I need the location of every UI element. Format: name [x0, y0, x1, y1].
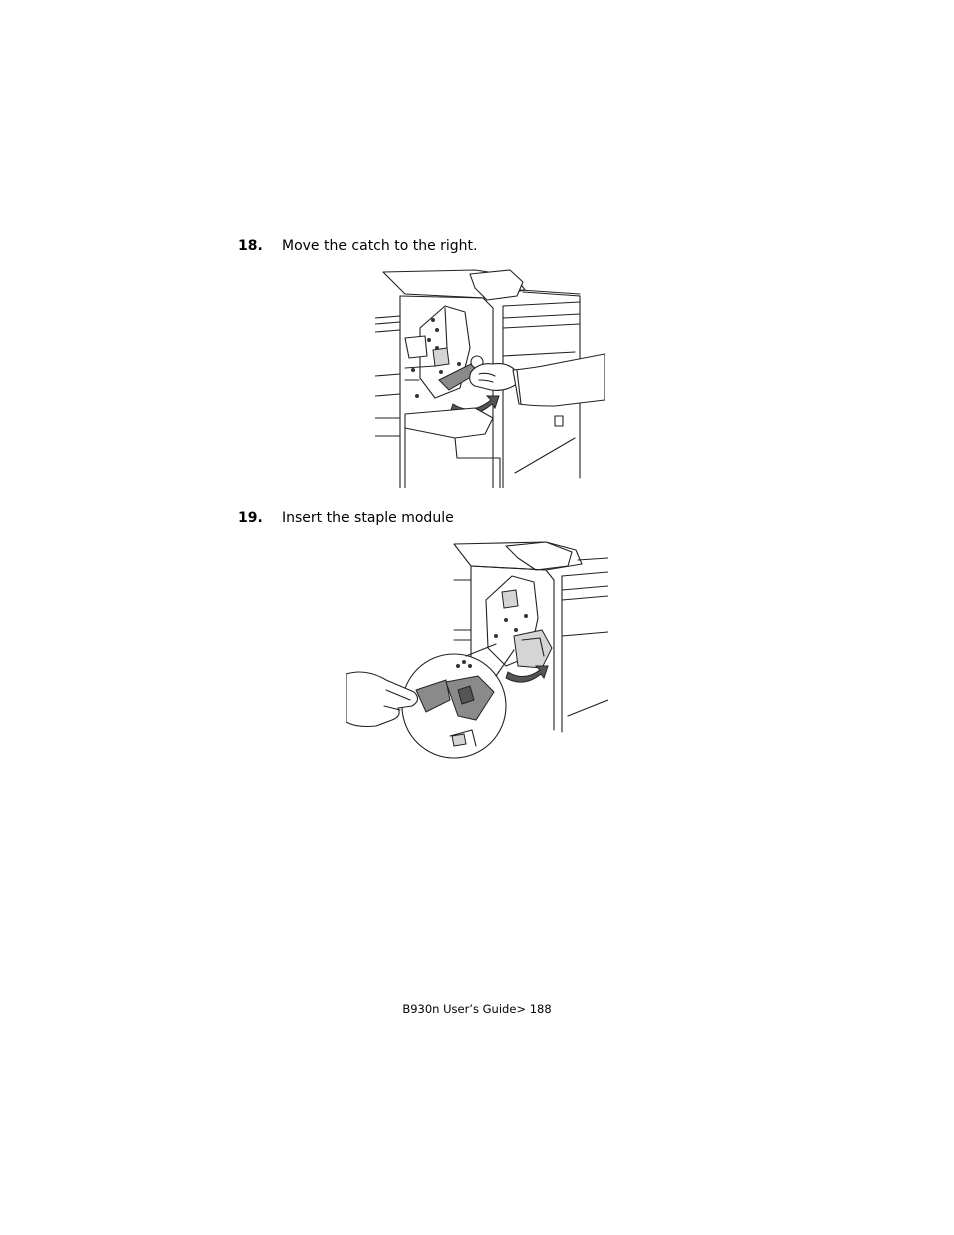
move-catch-illustration — [374, 268, 606, 489]
step-instruction: Move the catch to the right. — [282, 238, 478, 254]
insert-staple-module-illustration — [345, 540, 609, 762]
step-instruction: Insert the staple module — [282, 510, 454, 526]
step-number: 19. — [238, 510, 263, 526]
page-footer: B930n User’s Guide> 188 — [402, 1002, 552, 1016]
step-number: 18. — [238, 238, 263, 254]
